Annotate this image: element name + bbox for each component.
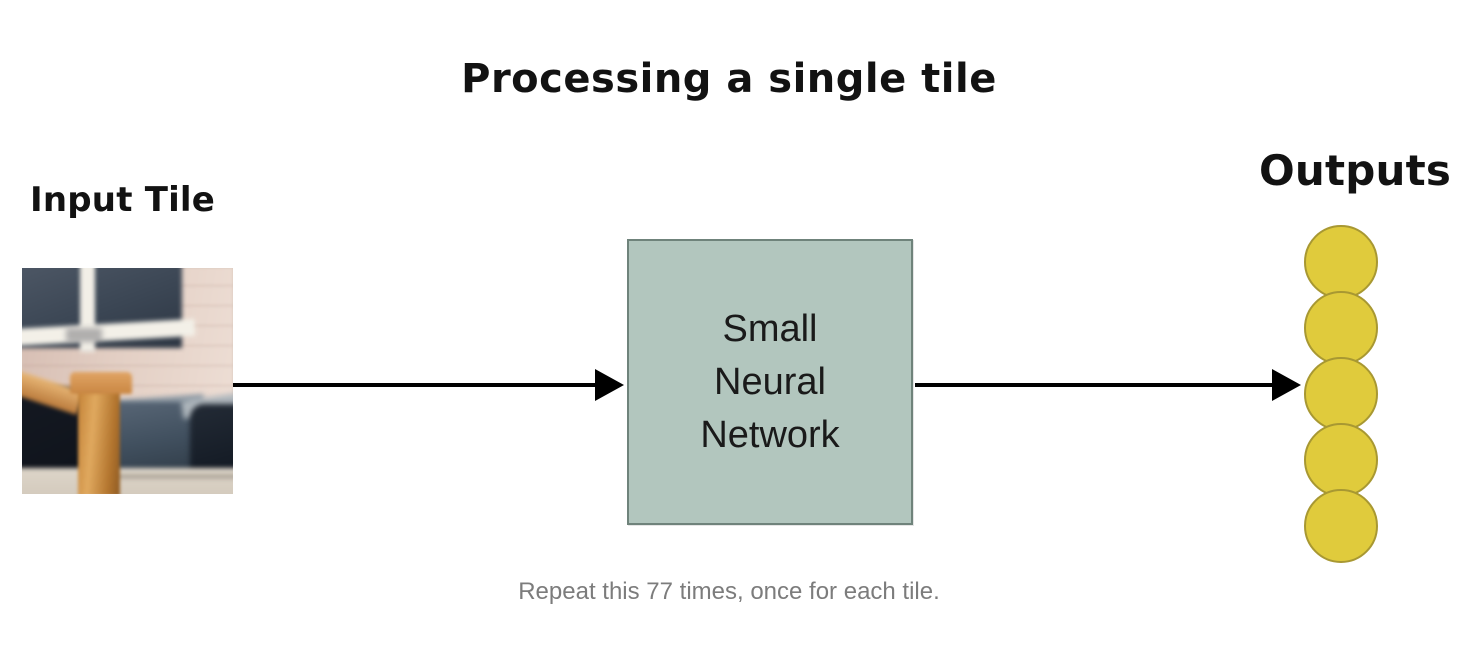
page-title: Processing a single tile (461, 56, 997, 102)
arrow-head (595, 369, 624, 401)
diagram-caption: Repeat this 77 times, once for each tile… (518, 578, 940, 605)
output-node (1304, 291, 1378, 365)
neural-network-box: Small Neural Network (627, 239, 913, 525)
neural-network-label-line-2: Neural (714, 360, 826, 403)
tile-post-body-layer (78, 390, 120, 494)
neural-network-label-line-1: Small (722, 307, 818, 350)
tile-ground-layer (22, 468, 233, 494)
input-tile-image (22, 268, 233, 494)
arrow-head (1272, 369, 1301, 401)
output-node (1304, 423, 1378, 497)
neural-network-label-line-3: Network (700, 413, 840, 456)
tile-ground-seam-layer (92, 474, 233, 479)
input-tile-label: Input Tile (30, 180, 216, 220)
output-node (1304, 225, 1378, 299)
outputs-label: Outputs (1259, 146, 1452, 195)
arrow-input-to-network-icon (233, 368, 624, 402)
output-node (1304, 357, 1378, 431)
arrow-shaft (233, 383, 599, 387)
arrow-network-to-outputs-icon (915, 368, 1301, 402)
output-nodes-group (1304, 225, 1378, 563)
arrow-shaft (915, 383, 1276, 387)
tile-post-cap-layer (70, 372, 132, 394)
tile-window-shadow-layer (66, 328, 102, 342)
output-node (1304, 489, 1378, 563)
